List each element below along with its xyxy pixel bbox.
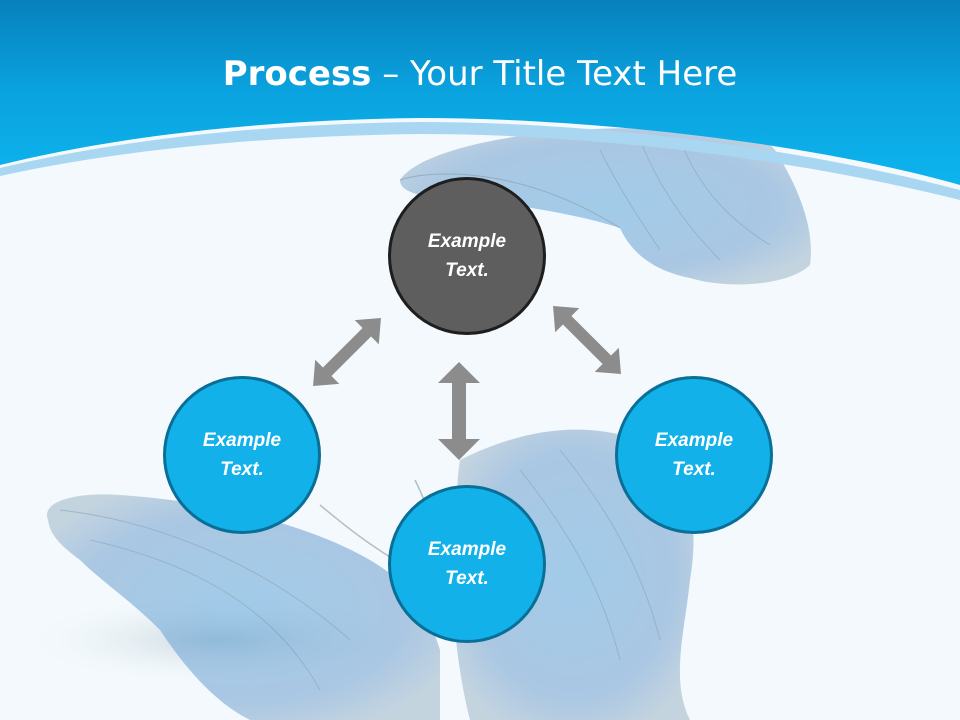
node-top-line1: Example (427, 231, 507, 252)
process-node-top: Example Text. (388, 177, 546, 335)
node-right-line2: Text. (672, 459, 716, 480)
butterfly-top-image (399, 128, 811, 285)
node-top-line2: Text. (445, 260, 489, 281)
node-bottom-line1: Example (427, 539, 507, 560)
double-arrow-vertical (438, 362, 480, 460)
header-band (0, 0, 960, 200)
process-node-bottom: Example Text. (388, 485, 546, 643)
double-arrow-left-diagonal (313, 318, 381, 386)
title-rest: – Your Title Text Here (371, 54, 738, 94)
node-left-line1: Example (202, 430, 282, 451)
slide-title: Process – Your Title Text Here (0, 52, 960, 96)
process-node-right: Example Text. (615, 376, 773, 534)
node-left-line2: Text. (220, 459, 264, 480)
double-arrow-right-diagonal (553, 306, 621, 374)
process-node-left: Example Text. (163, 376, 321, 534)
node-right-line1: Example (654, 430, 734, 451)
node-bottom-line2: Text. (445, 568, 489, 589)
title-bold: Process (222, 54, 372, 94)
